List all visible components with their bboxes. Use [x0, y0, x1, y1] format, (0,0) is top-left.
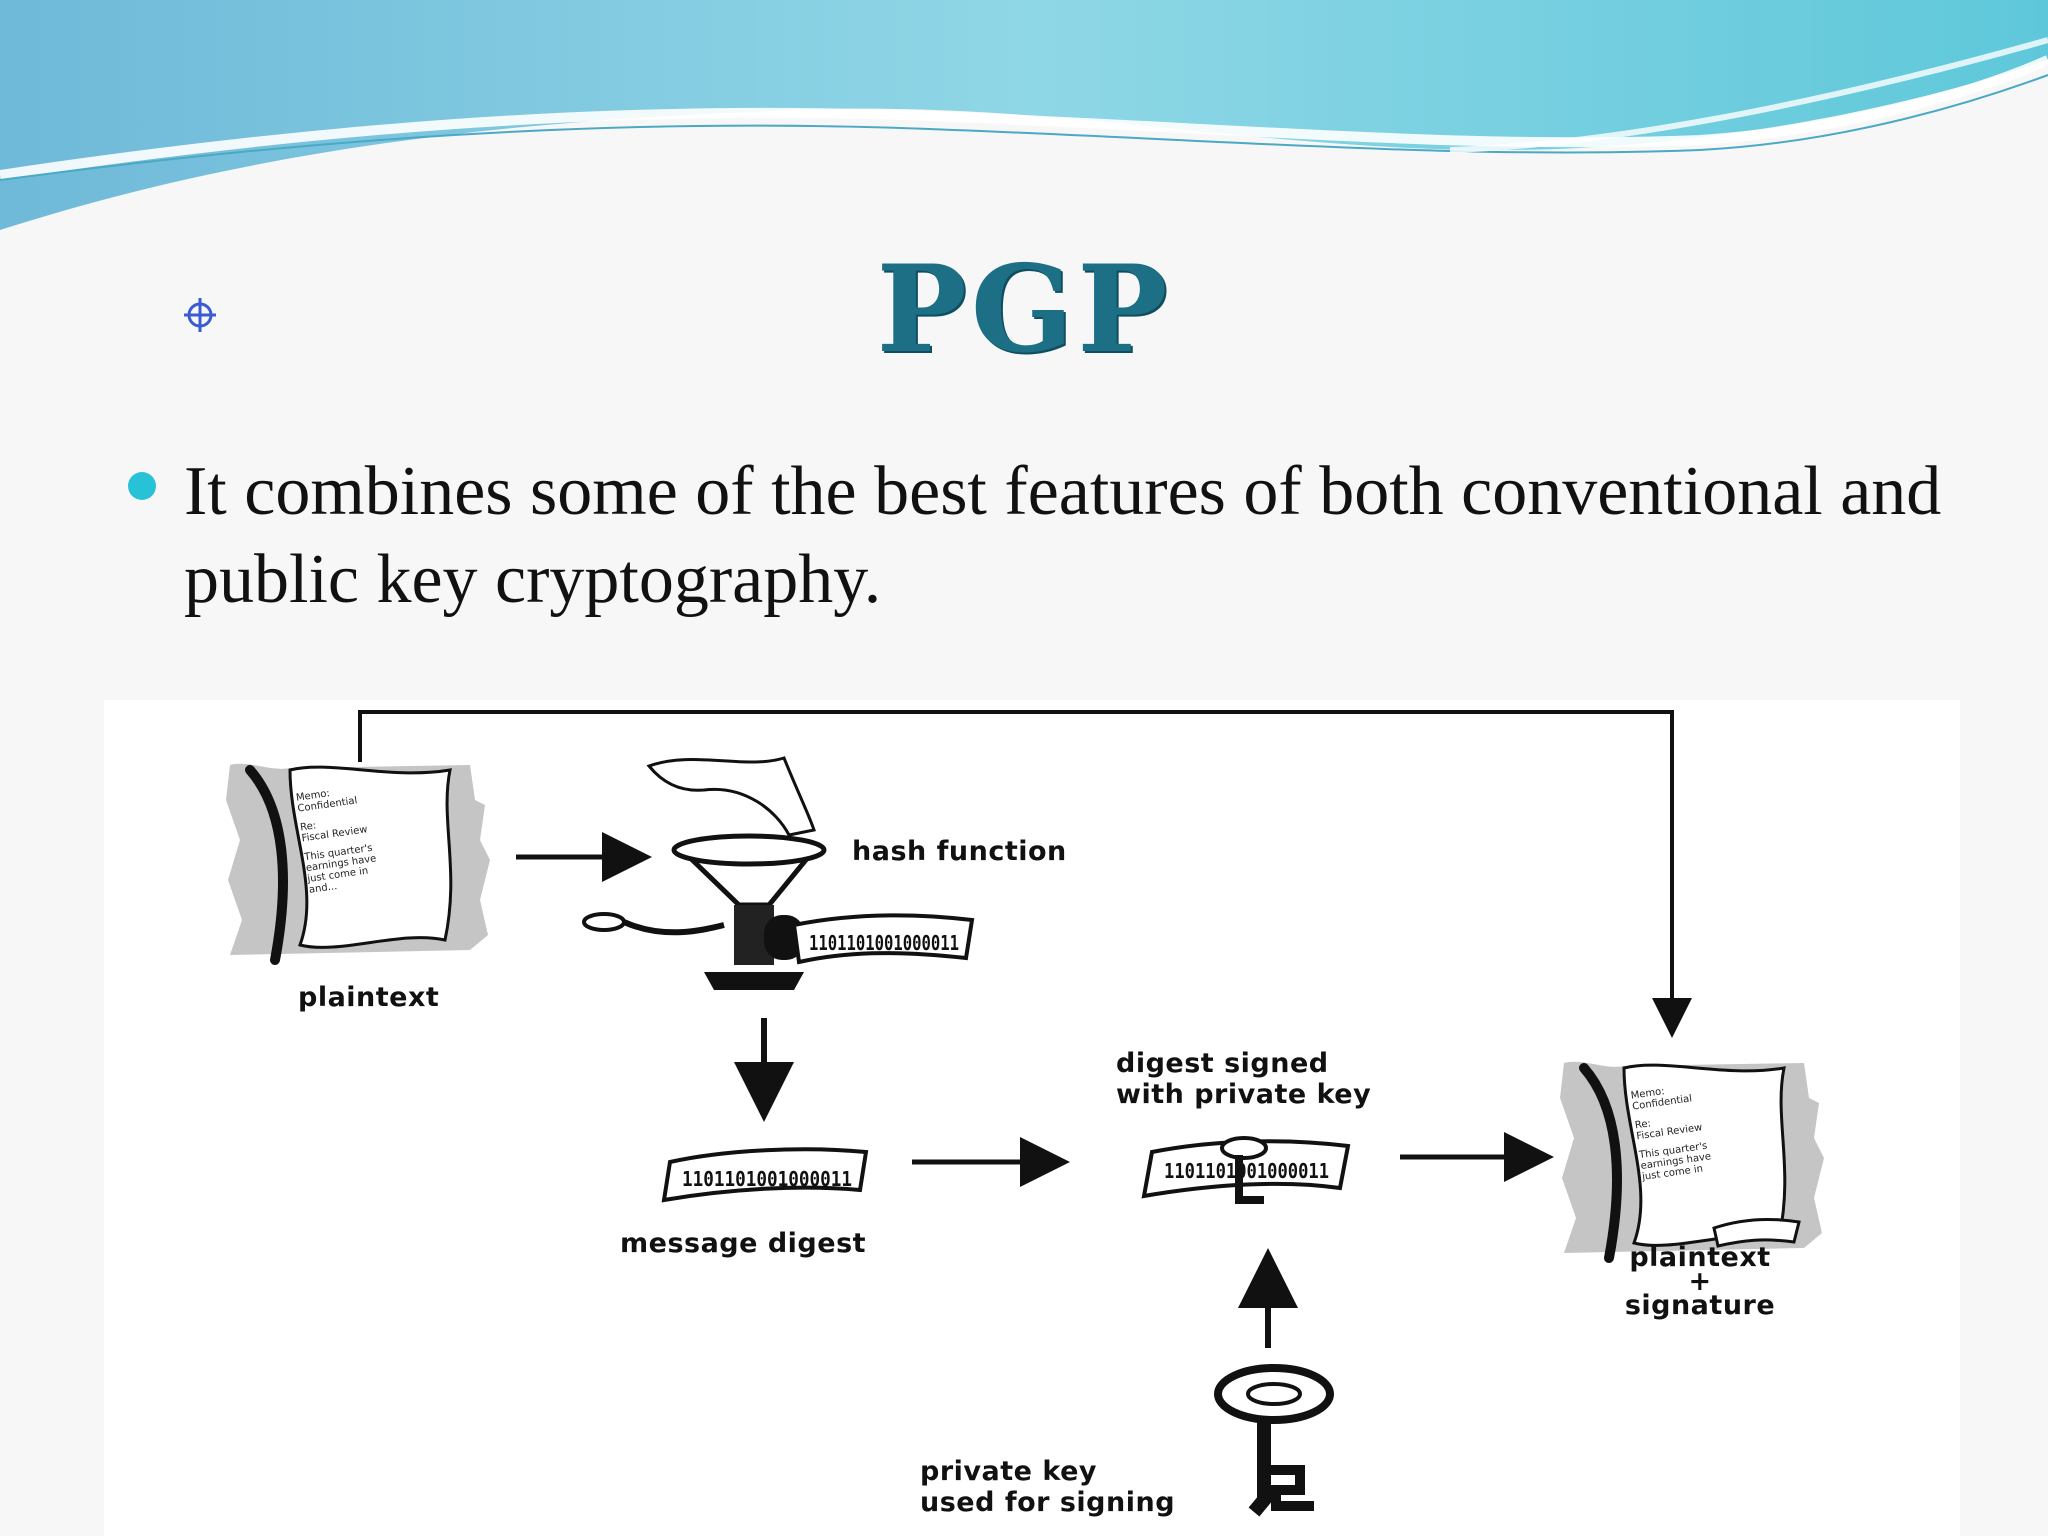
label-line: plaintext	[1629, 1242, 1771, 1273]
bullet-dot	[128, 472, 156, 500]
slide-title: PGP	[876, 239, 1172, 380]
message-digest-bits: 1101101001000011	[682, 1167, 852, 1191]
message-digest-icon: 1101101001000011	[661, 1147, 869, 1203]
arrow-plaintext-to-signature	[358, 710, 1692, 1038]
bullet-text: It combines some of the best features of…	[184, 453, 1942, 618]
signed-document-icon	[1560, 1062, 1824, 1258]
diagram-graphics: 1101101001000011 1101101001000011 110110…	[104, 710, 1960, 1517]
digest-bits-strip: 1101101001000011	[809, 931, 959, 955]
pgp-signature-diagram: 1101101001000011 1101101001000011 110110…	[104, 700, 1960, 1536]
label-line: with private key	[1116, 1079, 1372, 1110]
label-line: +	[1688, 1266, 1712, 1297]
label-line: used for signing	[920, 1487, 1176, 1518]
hash-grinder-icon: 1101101001000011	[582, 756, 975, 990]
label-plaintext-signature: plaintext + signature	[1600, 1242, 1800, 1321]
label-plaintext: plaintext	[298, 982, 440, 1013]
move-handle-icon	[184, 298, 216, 332]
signed-doc-text: Memo: Confidential Re: Fiscal Review Thi…	[1630, 1074, 1762, 1183]
label-digest-signed: digest signed with private key	[1116, 1048, 1371, 1110]
label-line: private key	[920, 1456, 1097, 1487]
private-key-icon	[1214, 1364, 1334, 1517]
signed-digest-bits: 1101101001000011	[1164, 1159, 1329, 1183]
header-wave-decoration	[0, 0, 2048, 230]
label-line: digest signed	[1116, 1048, 1329, 1079]
label-line: signature	[1624, 1290, 1776, 1321]
label-message-digest: message digest	[620, 1228, 867, 1259]
plaintext-doc-text: Memo: Confidential Re: Fiscal Review Thi…	[295, 776, 428, 896]
signed-digest-icon: 1101101001000011	[1141, 1136, 1351, 1204]
label-hash-function: hash function	[852, 836, 1067, 867]
label-private-key: private key used for signing	[920, 1456, 1175, 1518]
